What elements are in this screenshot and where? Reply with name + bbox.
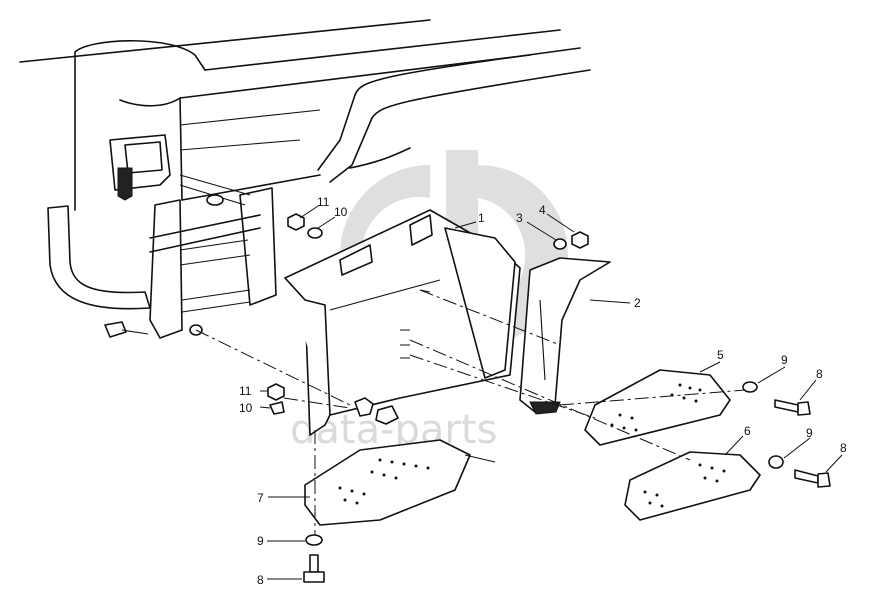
callout-10-top: 10 [334, 205, 348, 219]
callout-8-lower: 8 [840, 441, 847, 455]
callout-9-lower: 9 [806, 426, 813, 440]
callout-8-upper: 8 [816, 367, 823, 381]
tractor-body-outline [19, 19, 591, 211]
callouts: 1 2 3 4 5 6 7 8 8 8 9 9 9 10 10 11 11 [239, 195, 847, 587]
callout-4: 4 [539, 203, 546, 217]
callout-7: 7 [257, 491, 264, 505]
callout-10-lower: 10 [239, 401, 253, 415]
part-1-bracket [284, 209, 521, 436]
callout-6: 6 [744, 424, 751, 438]
rear-frame-assembly [47, 134, 277, 339]
callout-11-lower: 11 [239, 384, 252, 398]
callout-2: 2 [634, 296, 641, 310]
callout-9-bottom: 9 [257, 534, 264, 548]
part-6-footplate [624, 451, 761, 521]
part-2-side-cover [519, 257, 611, 415]
callout-5: 5 [717, 348, 724, 362]
part-5-footplate [584, 369, 731, 446]
callout-8-bottom: 8 [257, 573, 264, 587]
callout-1: 1 [478, 211, 485, 225]
callout-3: 3 [516, 211, 523, 225]
fasteners [267, 213, 831, 583]
part-7-footplate [304, 439, 496, 526]
callout-9-upper: 9 [781, 353, 788, 367]
assembly-lines [195, 289, 746, 535]
callout-11-top: 11 [317, 195, 330, 209]
callout-leaders [259, 205, 843, 580]
